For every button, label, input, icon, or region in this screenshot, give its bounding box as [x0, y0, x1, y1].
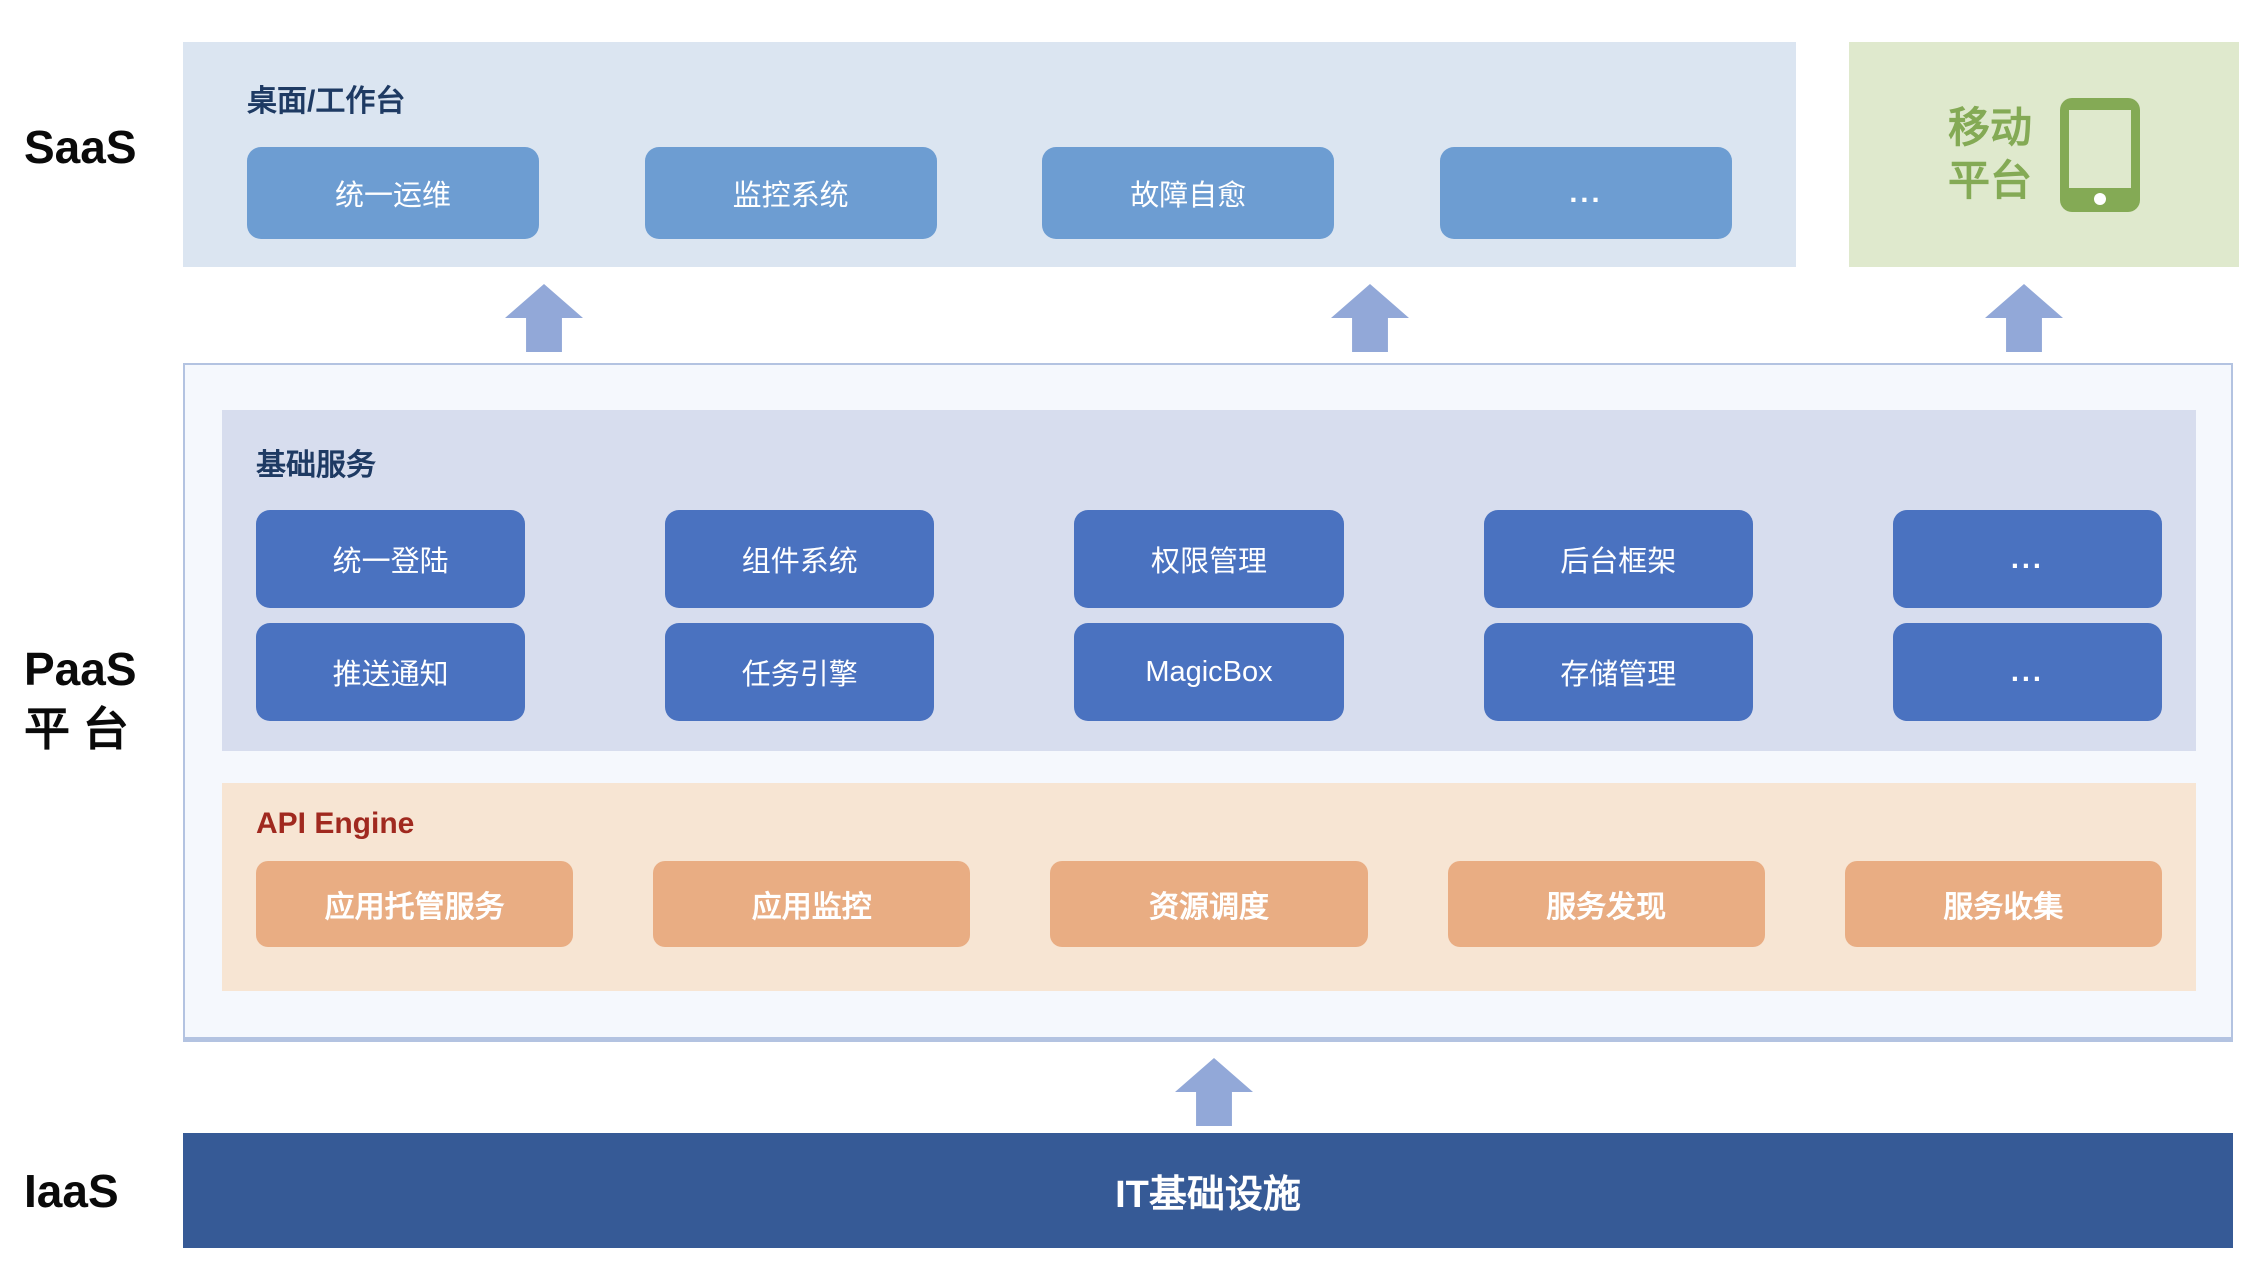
mobile-platform-title-line2: 平台 [1947, 156, 2032, 204]
service-button-more-row1[interactable]: ... [1892, 510, 2162, 608]
api-button-service-collection[interactable]: 服务收集 [1844, 861, 2162, 947]
it-infrastructure-bar: IT基础设施 [183, 1133, 2233, 1248]
service-button-unified-login[interactable]: 统一登陆 [256, 510, 526, 608]
api-engine-grid: 应用托管服务 应用监控 资源调度 服务发现 服务收集 [256, 861, 2162, 947]
api-button-app-monitoring[interactable]: 应用监控 [653, 861, 971, 947]
service-button-permission-management[interactable]: 权限管理 [1074, 510, 1344, 608]
desktop-app-row: 统一运维 监控系统 故障自愈 ... [247, 147, 1732, 239]
mobile-platform-panel: 移动 平台 [1849, 42, 2239, 267]
base-services-title: 基础服务 [256, 449, 376, 482]
api-button-app-hosting-service[interactable]: 应用托管服务 [256, 861, 574, 947]
saas-layer-label: SaaS [24, 121, 137, 173]
service-button-storage-management[interactable]: 存储管理 [1483, 623, 1753, 721]
api-button-resource-scheduling[interactable]: 资源调度 [1050, 861, 1368, 947]
service-button-task-engine[interactable]: 任务引擎 [665, 623, 935, 721]
iaas-layer-label: IaaS [24, 1165, 119, 1217]
it-infrastructure-label: IT基础设施 [1115, 1174, 1301, 1216]
base-services-panel: 基础服务 统一登陆 组件系统 权限管理 后台框架 ... 推送通知 任务引擎 M… [222, 410, 2196, 751]
service-button-push-notification[interactable]: 推送通知 [256, 623, 526, 721]
mobile-platform-title-line1: 移动 [1947, 104, 2032, 151]
mobile-platform-title: 移动 平台 [1948, 102, 2032, 207]
up-arrow-middle [1331, 284, 1409, 352]
up-arrow-left [505, 284, 583, 352]
paas-layer-label: PaaS 平 台 [24, 640, 137, 760]
desktop-workbench-panel: 桌面/工作台 统一运维 监控系统 故障自愈 ... [183, 42, 1796, 267]
tablet-icon [2060, 97, 2140, 212]
service-button-more-row2[interactable]: ... [1892, 623, 2162, 721]
base-services-grid: 统一登陆 组件系统 权限管理 后台框架 ... 推送通知 任务引擎 MagicB… [256, 510, 2162, 721]
app-button-fault-self-healing[interactable]: 故障自愈 [1042, 147, 1335, 239]
service-button-magicbox[interactable]: MagicBox [1074, 623, 1344, 721]
api-engine-panel: API Engine 应用托管服务 应用监控 资源调度 服务发现 服务收集 [222, 783, 2196, 991]
desktop-panel-title: 桌面/工作台 [247, 85, 406, 118]
service-button-component-system[interactable]: 组件系统 [665, 510, 935, 608]
app-button-more[interactable]: ... [1439, 147, 1732, 239]
api-button-service-discovery[interactable]: 服务发现 [1447, 861, 1765, 947]
paas-layer-label-line2: 平 台 [24, 702, 129, 755]
app-button-unified-ops[interactable]: 统一运维 [247, 147, 539, 239]
api-engine-title: API Engine [256, 807, 415, 840]
app-button-monitoring-system[interactable]: 监控系统 [644, 147, 937, 239]
paas-layer-label-line1: PaaS [24, 643, 137, 695]
service-button-backend-framework[interactable]: 后台框架 [1483, 510, 1753, 608]
up-arrow-mobile [1985, 284, 2063, 352]
up-arrow-bottom [1175, 1058, 1253, 1126]
paas-platform-panel: 基础服务 统一登陆 组件系统 权限管理 后台框架 ... 推送通知 任务引擎 M… [183, 363, 2233, 1042]
